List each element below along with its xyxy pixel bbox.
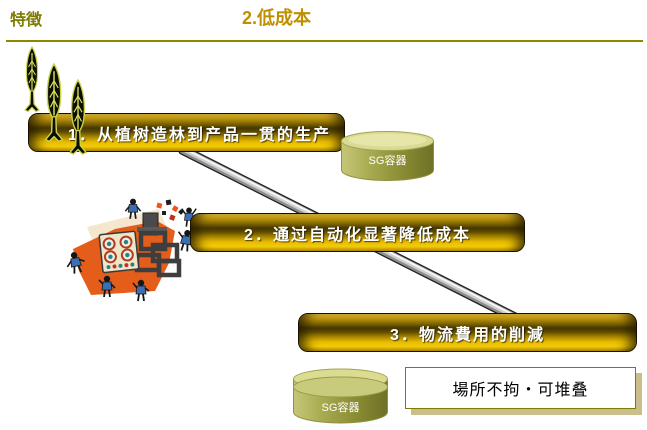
callout-box: 場所不拘・可堆叠 [405,367,636,409]
page-title: 2.低成本 [242,8,312,28]
process-bar-2-label: 2．通过自动化显著降低成本 [244,226,471,244]
process-bar-3: 3．物流費用的削減 [298,313,637,352]
sapling-trees-icon [24,46,87,155]
process-bar-2: 2．通过自动化显著降低成本 [190,213,525,252]
sg-container-bottom-label: SG容器 [322,400,360,414]
confetti-icon [156,199,184,221]
callout-text: 場所不拘・可堆叠 [452,382,589,399]
factory-automation-clipart-icon [66,198,197,302]
header-divider [6,40,643,42]
process-bar-3-label: 3．物流費用的削減 [390,326,545,344]
sg-container-cylinder-bottom: SG容器 [293,368,388,424]
section-label: 特徴 [10,12,43,29]
process-bar-1-label: 1．从植树造林到产品一贯的生产 [68,126,331,144]
sg-container-cylinder-top: SG容器 [341,131,434,181]
sg-container-top-label: SG容器 [369,153,407,167]
